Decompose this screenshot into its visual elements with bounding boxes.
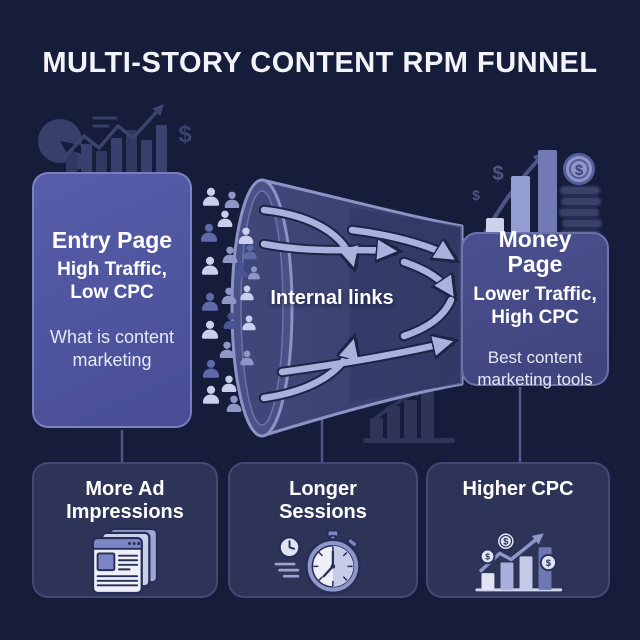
text-lines-decor	[92, 116, 118, 128]
person-icon	[224, 191, 240, 208]
dollar-coin-icon: $	[539, 553, 557, 572]
dollar-coin-icon: $	[479, 548, 496, 565]
person-icon	[202, 359, 220, 378]
benefit-label: More Ad Impressions	[66, 478, 184, 523]
money-page-example-query: Best content marketing tools	[477, 348, 593, 390]
webpages-stack-icon	[91, 527, 159, 595]
dollar-coin-icon: $	[563, 153, 595, 185]
bar-chart-icon	[66, 125, 167, 172]
person-icon	[200, 223, 218, 242]
dollar-sign: $	[492, 163, 503, 185]
entry-page-subtitle: High Traffic, Low CPC	[57, 258, 167, 303]
svg-text:$: $	[503, 537, 508, 547]
money-page-subtitle: Lower Traffic, High CPC	[473, 283, 597, 328]
svg-text:$: $	[485, 551, 490, 561]
benefit-label: Longer Sessions	[279, 478, 367, 523]
person-icon	[201, 320, 219, 339]
person-icon	[202, 385, 220, 404]
entry-page-example-query: What is content marketing	[49, 327, 175, 371]
internal-links-label: Internal links	[270, 287, 394, 309]
flow-arrow	[260, 244, 394, 251]
svg-text:$: $	[575, 162, 584, 179]
stopwatch-icon	[274, 529, 361, 595]
flow-arrow	[400, 296, 455, 340]
benefit-label: Higher CPC	[462, 478, 574, 500]
growth-chart-dollar-icon: $ $ $	[475, 531, 563, 592]
person-icon	[202, 187, 220, 206]
dollar-sign: $	[178, 121, 192, 148]
person-icon	[201, 292, 219, 311]
person-icon	[221, 375, 237, 392]
benefit-card-more-ad-impressions: More Ad Impressions	[32, 462, 218, 598]
flow-arrow	[348, 226, 452, 258]
flow-arrow	[260, 342, 353, 402]
internal-link-flow-arrows	[258, 204, 455, 404]
entry-page-card: Entry Page High Traffic, Low CPC What is…	[32, 172, 192, 428]
flow-arrow	[400, 258, 452, 294]
analytics-decor-top-left: $	[38, 103, 192, 172]
benefit-card-higher-cpc: Higher CPC $ $ $	[426, 462, 610, 598]
person-icon	[201, 256, 219, 275]
dollar-coin-icon: $	[496, 531, 516, 551]
entry-page-heading: Entry Page	[51, 226, 173, 253]
bar-chart-icon	[370, 390, 434, 438]
benefit-card-longer-sessions: Longer Sessions	[228, 462, 418, 598]
flow-arrow	[278, 342, 450, 376]
trend-arrow-icon	[62, 103, 164, 160]
dollar-sign: $	[472, 187, 480, 203]
person-icon	[217, 210, 233, 227]
page-title: MULTI-STORY CONTENT RPM FUNNEL	[42, 47, 598, 79]
svg-text:$: $	[546, 558, 551, 568]
money-page-heading: Money Page	[498, 226, 572, 278]
money-page-card: Money Page Lower Traffic, High CPC Best …	[461, 227, 609, 389]
connector-lines	[120, 387, 522, 463]
flow-arrow	[260, 206, 353, 264]
